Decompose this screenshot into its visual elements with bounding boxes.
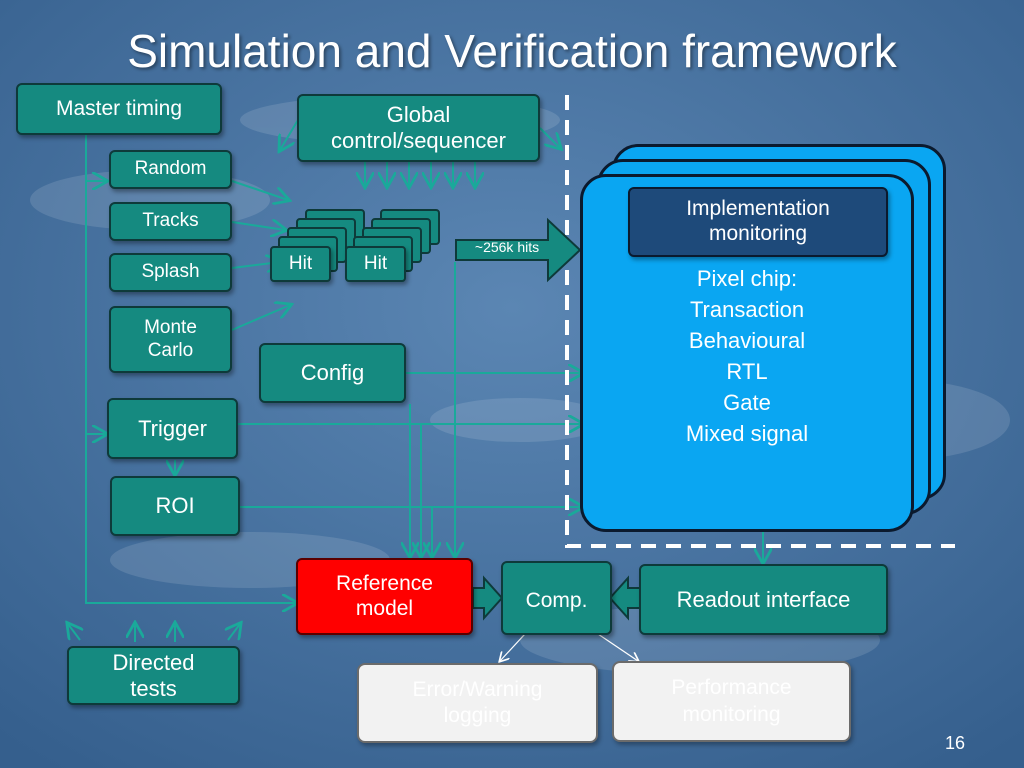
dut-line: Pixel chip: (696, 266, 798, 291)
hits-rate-label: ~256k hits (474, 239, 540, 255)
reference-model-box[interactable]: Reference model (296, 558, 473, 635)
dut-line: Behavioural (688, 328, 806, 353)
pixel-chip-text: Pixel chip: Transaction Behavioural RTL … (583, 263, 911, 449)
page-number: 16 (945, 733, 966, 753)
splash-box[interactable]: Splash (109, 253, 232, 292)
hits-arrow (455, 217, 582, 283)
master-timing-box[interactable]: Master timing (16, 83, 222, 135)
dut-line: Gate (723, 390, 771, 415)
random-box[interactable]: Random (109, 150, 232, 189)
error-warning-logging-box[interactable]: Error/Warning logging (357, 663, 598, 743)
dut-line: RTL (726, 359, 768, 384)
roi-box[interactable]: ROI (110, 476, 240, 536)
config-box[interactable]: Config (259, 343, 406, 403)
hit-box[interactable]: Hit (345, 246, 406, 282)
directed-tests-box[interactable]: Directed tests (67, 646, 240, 705)
comparator-box[interactable]: Comp. (501, 561, 612, 635)
dut-line: Transaction (689, 297, 805, 322)
implementation-monitoring-box[interactable]: Implementation monitoring (628, 187, 888, 257)
monte-carlo-box[interactable]: Monte Carlo (109, 306, 232, 373)
readout-interface-box[interactable]: Readout interface (639, 564, 888, 635)
performance-monitoring-box[interactable]: Performance monitoring (612, 661, 851, 742)
trigger-box[interactable]: Trigger (107, 398, 238, 459)
dut-line: Mixed signal (685, 421, 809, 446)
reference-to-comp-arrow (472, 575, 504, 621)
slide-title: Simulation and Verification framework (127, 25, 897, 77)
readout-to-comp-arrow (608, 575, 641, 621)
global-control-box[interactable]: Global control/sequencer (297, 94, 540, 162)
tracks-box[interactable]: Tracks (109, 202, 232, 241)
hit-box[interactable]: Hit (270, 246, 331, 282)
